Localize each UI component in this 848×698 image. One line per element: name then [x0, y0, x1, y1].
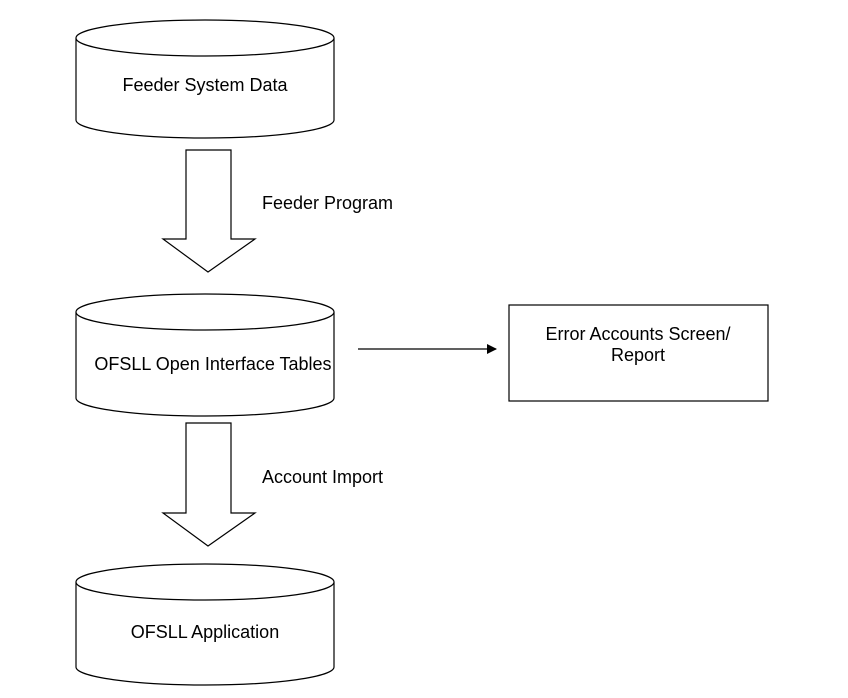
feeder-system-data-label: Feeder System Data — [122, 75, 288, 95]
error-accounts-box: Error Accounts Screen/ Report — [508, 304, 769, 402]
account-import-label: Account Import — [262, 467, 383, 487]
error-accounts-label-line1: Error Accounts Screen/ — [545, 324, 730, 344]
open-interface-tables-label: OFSLL Open Interface Tables — [94, 354, 331, 374]
account-import-arrow — [161, 422, 257, 547]
ofsll-application-label: OFSLL Application — [131, 622, 279, 642]
feeder-system-data-cylinder: Feeder System Data — [75, 19, 335, 139]
error-accounts-label-line2: Report — [611, 345, 665, 365]
feeder-program-arrow — [161, 149, 257, 273]
open-interface-tables-cylinder: OFSLL Open Interface Tables — [75, 293, 335, 417]
feeder-program-label: Feeder Program — [262, 193, 393, 213]
ofsll-application-cylinder: OFSLL Application — [75, 563, 335, 686]
